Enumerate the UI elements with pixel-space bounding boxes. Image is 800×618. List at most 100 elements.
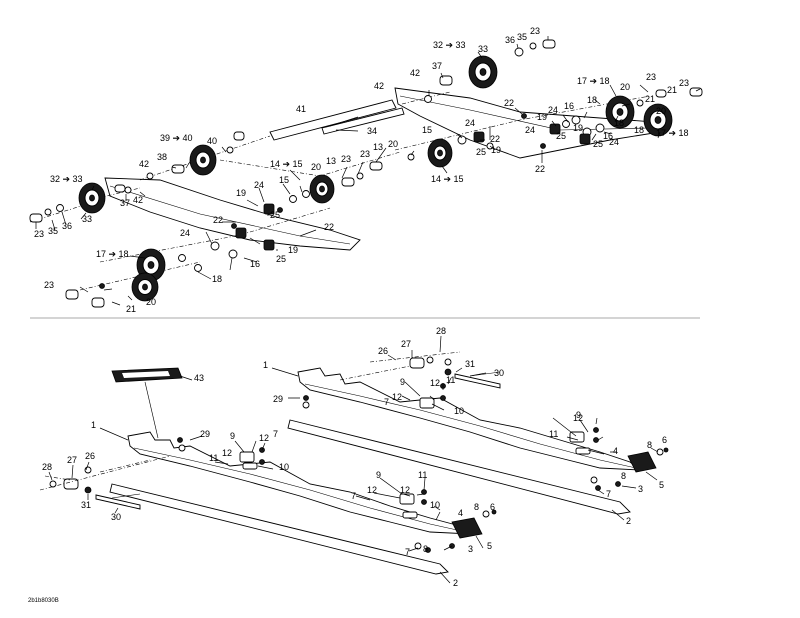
callout-u23: 19	[537, 112, 547, 122]
callout-u54: 33	[82, 214, 92, 224]
callout-l49: 8	[621, 471, 626, 481]
callout-u2: 32 ➔ 33	[433, 40, 466, 50]
callout-u71: 21	[126, 304, 136, 314]
wheel-39	[189, 144, 217, 176]
callout-l39: 12	[430, 378, 440, 388]
callout-u3: 33	[478, 44, 488, 54]
callout-u12: 23	[646, 72, 656, 82]
callout-l30: 29	[273, 394, 283, 404]
callout-u22: 16	[564, 101, 574, 111]
callout-l20: 10	[430, 500, 440, 510]
decal-43	[111, 367, 183, 439]
callout-l26: 8	[423, 544, 428, 554]
rail-rear	[297, 367, 642, 471]
callout-u16: 18	[587, 95, 597, 105]
callout-u31: 24	[609, 137, 619, 147]
callout-u41: 39 ➔ 40	[160, 133, 193, 143]
callout-u66: 16	[250, 259, 260, 269]
callout-l52: 2	[626, 516, 631, 526]
callout-l4: 31	[81, 500, 91, 510]
wheel-14-right	[427, 138, 453, 168]
wheel-18-left	[131, 272, 159, 302]
callout-l10: 43	[194, 373, 204, 383]
callout-l43: 12	[573, 413, 583, 423]
callout-u7: 37	[432, 61, 442, 71]
callout-u30: 25	[593, 139, 603, 149]
callout-l17: 7	[351, 491, 356, 501]
callout-l25: 3	[468, 544, 473, 554]
small-hardware-upper	[29, 39, 703, 308]
callout-l15: 9	[376, 470, 381, 480]
wheel-17-right	[643, 103, 673, 137]
callout-u33: 24	[465, 118, 475, 128]
callout-u26: 24	[525, 125, 535, 135]
callout-u69: 23	[44, 280, 54, 290]
callout-l33: 26	[378, 346, 388, 356]
callout-u4: 36	[505, 35, 515, 45]
callout-u68: 18	[212, 274, 222, 284]
callout-l23: 4	[458, 508, 463, 518]
callout-l46: 4	[613, 446, 618, 456]
callout-l24: 5	[487, 541, 492, 551]
callout-l22: 6	[490, 502, 495, 512]
callout-l38: 11	[446, 375, 455, 385]
callout-u52: 37	[120, 198, 130, 208]
callout-u6: 42	[410, 68, 420, 78]
callout-u46: 20	[311, 162, 321, 172]
callout-u61: 22	[213, 215, 223, 225]
callout-l50: 6	[662, 435, 667, 445]
callout-u17: 21	[645, 94, 655, 104]
long-axle-34	[321, 107, 405, 135]
callout-l31: 28	[436, 326, 446, 336]
callout-u55: 23	[34, 229, 44, 239]
callout-u24: 18	[614, 118, 624, 128]
callout-u49: 23	[360, 149, 370, 159]
callout-u10: 34	[367, 126, 377, 136]
callout-u11: 17 ➔ 18	[577, 76, 610, 86]
callout-l27: 7	[405, 547, 410, 557]
callout-l44: 11	[549, 429, 558, 439]
callout-u43: 38	[157, 152, 167, 162]
upper-left-frame	[104, 177, 361, 251]
callout-l2: 27	[67, 455, 77, 465]
callout-u19: 17 ➔ 18	[656, 128, 689, 138]
callout-u70: 20	[146, 297, 156, 307]
callout-u29: 16	[603, 131, 613, 141]
callout-u63: 24	[180, 228, 190, 238]
callout-u15: 20	[620, 82, 630, 92]
callout-l36: 9	[400, 377, 405, 387]
callout-u67: 17 ➔ 18	[96, 249, 129, 259]
callout-u35: 25	[476, 147, 486, 157]
lower-rail-assembly: 28 27 26 31 30 9 12 11 1 43 29 7 12 10 9…	[39, 326, 669, 588]
upper-wheel-assembly: 23 32 ➔ 33 33 36 35 42 37 42 41 34 17 ➔ …	[29, 26, 703, 314]
callout-u40: 14 ➔ 15	[431, 174, 464, 184]
callout-u58: 19	[236, 188, 246, 198]
drawing-code: 2b1b8030B	[28, 598, 59, 604]
callout-l35: 30	[494, 368, 504, 378]
callout-u5: 35	[517, 32, 527, 42]
callout-l51: 7	[606, 489, 611, 499]
callout-l5: 30	[111, 512, 121, 522]
long-axle-41	[269, 99, 397, 141]
callout-l11: 29	[200, 429, 210, 439]
wheel-33-top	[468, 55, 498, 89]
callout-u25: 18	[634, 125, 644, 135]
callout-l19: 12	[400, 485, 410, 495]
callout-u18: 20	[656, 106, 666, 116]
slider-front	[109, 483, 449, 575]
callout-l47: 5	[659, 480, 664, 490]
callout-l16: 12	[367, 485, 377, 495]
callout-u45: 14 ➔ 15	[270, 159, 303, 169]
wheel-14-center	[309, 174, 335, 204]
callout-u56: 35	[48, 226, 58, 236]
callout-u50: 15	[279, 175, 289, 185]
callout-u32: 22	[490, 134, 500, 144]
callout-u60: 25	[270, 210, 280, 220]
callout-u42: 40	[207, 136, 217, 146]
callout-l1: 28	[42, 462, 52, 472]
callout-l32: 27	[401, 339, 411, 349]
callout-u14: 23	[679, 78, 689, 88]
callout-u9: 41	[296, 104, 306, 114]
callout-l7: 12	[222, 448, 232, 458]
